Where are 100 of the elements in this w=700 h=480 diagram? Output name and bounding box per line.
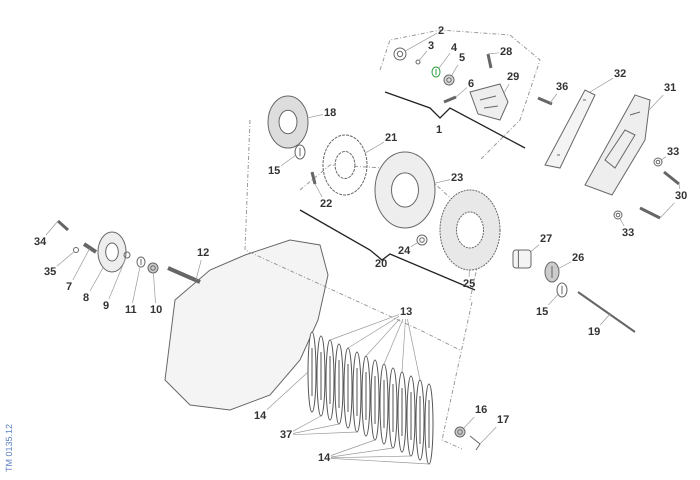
leader-line <box>330 456 412 458</box>
leader-line <box>590 78 614 92</box>
leader-line <box>488 52 500 54</box>
leader-line <box>480 426 497 444</box>
leader-line <box>330 314 400 340</box>
bolt-drawing <box>639 206 661 220</box>
callout-number: 13 <box>400 306 412 318</box>
callout-number: 21 <box>385 132 398 144</box>
leader-line <box>56 251 74 266</box>
callout-number: 31 <box>664 82 676 94</box>
clutch-plate-drawing <box>398 372 406 452</box>
leader-line <box>451 64 458 76</box>
clutch-plate-drawing <box>388 368 398 448</box>
callout-number: 19 <box>588 326 600 338</box>
callout-number: 33 <box>667 146 680 158</box>
callout-number: 35 <box>44 266 56 278</box>
clip-drawing <box>470 436 481 450</box>
callout-number: 15 <box>268 165 280 177</box>
cover-drawing <box>584 94 651 196</box>
leader-line <box>548 294 558 306</box>
nut-drawing <box>654 158 662 166</box>
leader-line <box>330 448 394 458</box>
callout-number: 23 <box>451 172 464 184</box>
pin-drawing <box>167 266 201 284</box>
callout-number: 28 <box>500 46 512 58</box>
callout-number: 5 <box>459 52 466 64</box>
bushing-drawing <box>512 250 532 268</box>
gear-drawing <box>544 262 560 282</box>
bearing-drawing <box>454 426 466 438</box>
leader-line <box>600 314 610 326</box>
leader-line <box>330 458 430 464</box>
clutch-plate-drawing <box>326 340 334 420</box>
clutch-plate-drawing <box>344 348 352 428</box>
leader-line <box>292 432 358 436</box>
callout-number: 17 <box>497 414 510 426</box>
washer-drawing <box>556 282 568 298</box>
callout-number: 14 <box>318 452 330 464</box>
leader-line <box>348 316 400 348</box>
callout-number: 32 <box>614 68 626 80</box>
leader-line <box>108 257 126 300</box>
callout-number: 25 <box>463 278 476 290</box>
gasket-drawing <box>322 134 368 196</box>
leader-line <box>292 424 340 434</box>
leader-line <box>280 154 296 166</box>
callout-number: 29 <box>507 71 520 83</box>
leader-line <box>434 179 450 184</box>
leader-line <box>404 32 438 52</box>
washer-drawing <box>136 256 146 268</box>
clutch-plate-drawing <box>316 336 326 416</box>
leader-line <box>456 87 468 98</box>
bleed-screw-drawing <box>486 54 492 68</box>
callout-number: 11 <box>125 304 137 316</box>
leader-line <box>558 261 572 269</box>
leader-line <box>504 84 510 94</box>
callout-number: 15 <box>536 306 548 318</box>
leader-line <box>366 318 400 356</box>
callout-number: 14 <box>254 410 266 422</box>
leader-line <box>402 318 406 372</box>
callout-number: 10 <box>150 304 162 316</box>
leader-line <box>620 218 624 226</box>
clutch-plate-drawing <box>406 376 416 456</box>
nut-drawing <box>416 234 428 246</box>
clutch-plate-drawing <box>308 332 316 412</box>
callout-number: 37 <box>280 429 292 441</box>
callout-number: 12 <box>197 247 210 259</box>
callout-number: 3 <box>428 40 434 52</box>
leader-line <box>530 244 540 252</box>
leader-line <box>660 156 666 160</box>
leader-line <box>660 202 675 218</box>
callout-number: 16 <box>475 404 488 416</box>
leader-line <box>678 184 680 190</box>
leader-line <box>364 142 384 154</box>
callout-number: 18 <box>324 107 336 119</box>
callout-number: 34 <box>34 236 46 248</box>
leader-line <box>314 184 322 198</box>
clutch-plate-drawing <box>416 380 424 460</box>
callout-number: 7 <box>66 281 72 293</box>
callout-number: 26 <box>572 252 584 264</box>
gear-drawing <box>440 190 500 270</box>
bolt-drawing <box>537 96 553 106</box>
bolt-drawing <box>663 170 680 186</box>
leader-line <box>72 248 90 280</box>
leader-line <box>90 267 104 292</box>
callout-number: 4 <box>451 42 458 54</box>
callout-number: 33 <box>622 227 634 239</box>
leader-line <box>463 416 475 429</box>
leader-line <box>132 266 140 304</box>
leader-line <box>292 416 322 432</box>
washer-drawing <box>294 144 306 160</box>
ball-drawing <box>416 60 420 64</box>
leader-line <box>418 50 428 61</box>
callout-number: 22 <box>320 198 332 210</box>
pressure-plate-drawing <box>268 96 308 148</box>
clutch-plate-drawing <box>424 384 434 464</box>
washer-drawing <box>124 252 130 258</box>
bolt-drawing <box>310 172 316 184</box>
leader-line <box>384 318 404 364</box>
callout-number: 2 <box>438 25 444 37</box>
callout-number: 1 <box>436 124 442 136</box>
clutch-plate-drawing <box>352 352 362 432</box>
